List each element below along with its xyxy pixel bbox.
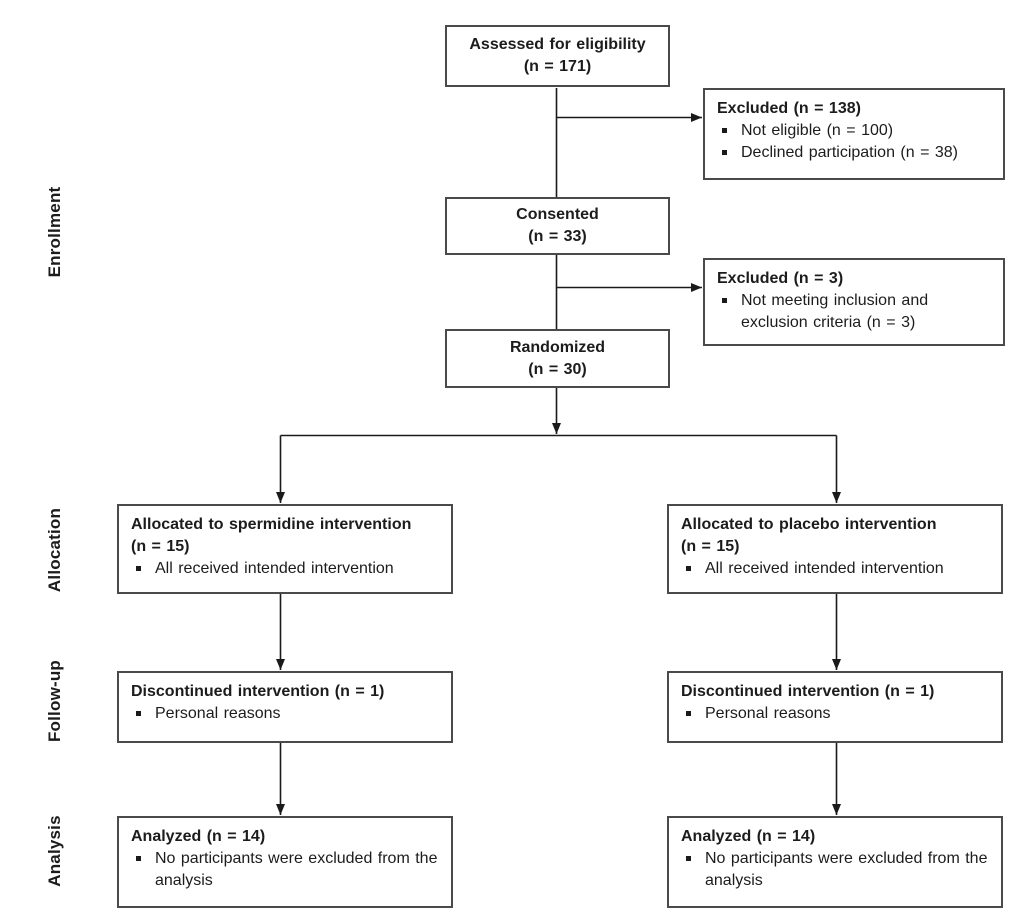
randomized-box: Randomized (n = 30) bbox=[445, 329, 670, 388]
box-line: Consented bbox=[516, 206, 599, 223]
bullet-item: All received intended intervention bbox=[131, 558, 443, 580]
bullet-square-icon bbox=[136, 856, 141, 861]
bullet-text: Personal reasons bbox=[155, 705, 281, 722]
bullet-text: No participants were excluded from the a… bbox=[705, 850, 988, 889]
bullet-item: Not meeting inclusion and exclusion crit… bbox=[717, 290, 995, 334]
box-title: Excluded (n = 3) bbox=[717, 270, 844, 287]
analysis-spermidine-box: Analyzed (n = 14) No participants were e… bbox=[117, 816, 453, 908]
bullet-square-icon bbox=[722, 150, 727, 155]
stage-label-analysis: Analysis bbox=[45, 815, 64, 887]
allocation-spermidine-box: Allocated to spermidine intervention (n … bbox=[117, 504, 453, 594]
bullet-item: Personal reasons bbox=[681, 703, 993, 725]
bullet-square-icon bbox=[722, 298, 727, 303]
box-title: Analyzed (n = 14) bbox=[681, 828, 816, 845]
bullet-square-icon bbox=[686, 856, 691, 861]
bullet-text: All received intended intervention bbox=[155, 560, 394, 577]
box-line: (n = 171) bbox=[523, 58, 592, 75]
bullet-item: No participants were excluded from the a… bbox=[131, 848, 443, 892]
bullet-square-icon bbox=[136, 711, 141, 716]
bullet-square-icon bbox=[722, 128, 727, 133]
bullet-text: Not eligible (n = 100) bbox=[741, 122, 894, 139]
box-title: Discontinued intervention (n = 1) bbox=[681, 683, 935, 700]
bullet-square-icon bbox=[686, 711, 691, 716]
box-line: (n = 30) bbox=[528, 360, 587, 378]
stage-label-followup: Follow-up bbox=[45, 659, 64, 743]
bullet-square-icon bbox=[136, 566, 141, 571]
consented-box: Consented (n = 33) bbox=[445, 197, 670, 255]
box-title: Analyzed (n = 14) bbox=[131, 828, 266, 845]
bullet-text: Not meeting inclusion and exclusion crit… bbox=[741, 292, 929, 331]
bullet-text: No participants were excluded from the a… bbox=[155, 850, 438, 889]
box-title-line2: (n = 15) bbox=[131, 538, 190, 555]
box-line: (n = 33) bbox=[528, 228, 587, 245]
box-title: Discontinued intervention (n = 1) bbox=[131, 683, 385, 700]
bullet-text: Personal reasons bbox=[705, 705, 831, 722]
excluded-enrollment-box: Excluded (n = 138) Not eligible (n = 100… bbox=[703, 88, 1005, 180]
bullet-text: Declined participation (n = 38) bbox=[741, 144, 959, 161]
box-title-line2: (n = 15) bbox=[681, 538, 740, 555]
analysis-placebo-box: Analyzed (n = 14) No participants were e… bbox=[667, 816, 1003, 908]
box-line: Randomized bbox=[509, 338, 606, 356]
bullet-square-icon bbox=[686, 566, 691, 571]
bullet-item: Not eligible (n = 100) bbox=[717, 120, 995, 142]
followup-placebo-box: Discontinued intervention (n = 1) Person… bbox=[667, 671, 1003, 743]
box-title: Allocated to spermidine intervention bbox=[131, 516, 412, 533]
bullet-item: No participants were excluded from the a… bbox=[681, 848, 993, 892]
box-title: Excluded (n = 138) bbox=[717, 100, 861, 117]
bullet-text: All received intended intervention bbox=[705, 560, 944, 577]
allocation-placebo-box: Allocated to placebo intervention (n = 1… bbox=[667, 504, 1003, 594]
bullet-item: Personal reasons bbox=[131, 703, 443, 725]
bullet-item: Declined participation (n = 38) bbox=[717, 142, 995, 164]
stage-label-allocation: Allocation bbox=[45, 507, 64, 593]
bullet-item: All received intended intervention bbox=[681, 558, 993, 580]
followup-spermidine-box: Discontinued intervention (n = 1) Person… bbox=[117, 671, 453, 743]
excluded-randomization-box: Excluded (n = 3) Not meeting inclusion a… bbox=[703, 258, 1005, 346]
box-title: Allocated to placebo intervention bbox=[681, 516, 937, 533]
assessed-eligibility-box: Assessed for eligibility (n = 171) bbox=[445, 25, 670, 87]
box-line: Assessed for eligibility bbox=[469, 36, 646, 53]
stage-label-enrollment: Enrollment bbox=[45, 186, 64, 278]
